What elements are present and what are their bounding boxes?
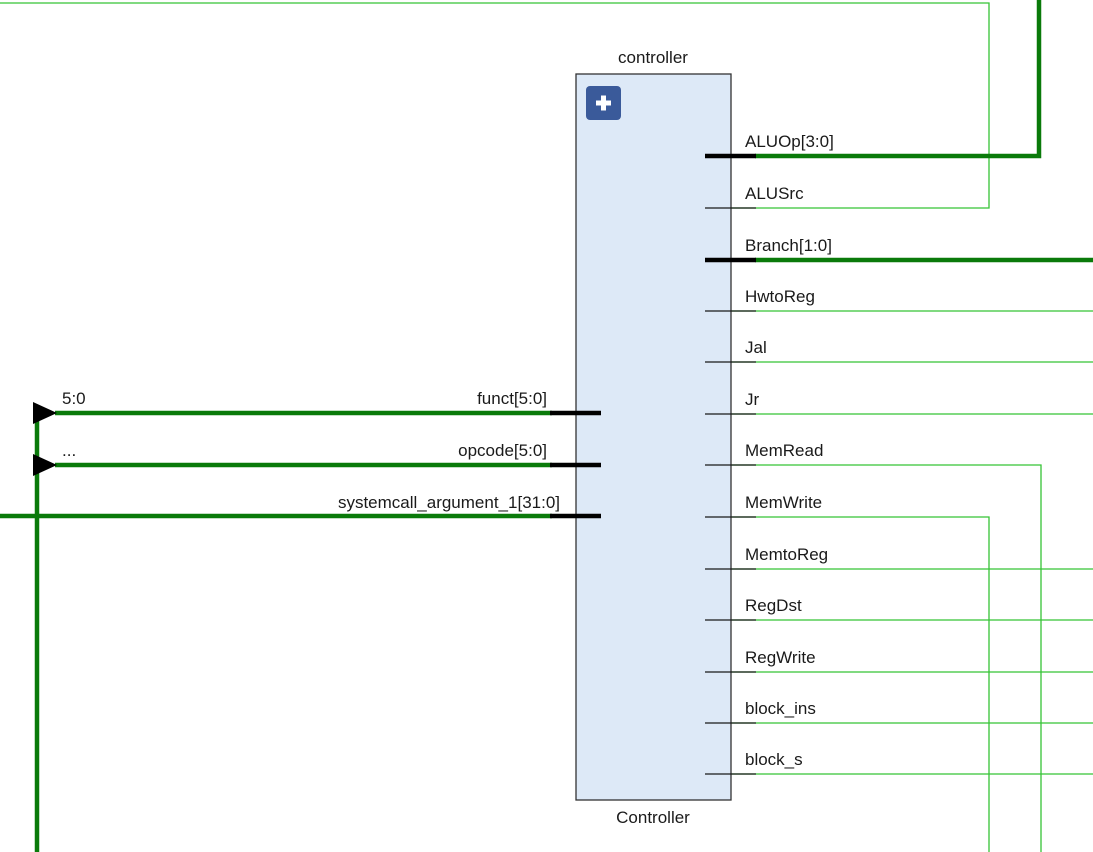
controller-block[interactable]: controller Controller (575, 48, 732, 827)
pin-label-regdst: RegDst (745, 596, 802, 615)
bus-ripper-arrow-funct[interactable] (33, 402, 57, 424)
cell-type-name: Controller (616, 808, 690, 827)
pin-label-memwrite: MemWrite (745, 493, 822, 512)
wire-alusrc-net[interactable] (0, 2, 990, 209)
output-pins: ALUOp[3:0] ALUSrc Branch[1:0] HwtoReg Ja… (705, 132, 834, 775)
bus-ripper-arrow-opcode[interactable] (33, 454, 57, 476)
pin-label-memtoreg: MemtoReg (745, 545, 828, 564)
pin-label-alusrc: ALUSrc (745, 184, 804, 203)
pin-label-regwrite: RegWrite (745, 648, 816, 667)
pin-label-block-s: block_s (745, 750, 803, 769)
pin-label-jr: Jr (745, 390, 760, 409)
bus-aluop-net[interactable] (755, 0, 1042, 159)
pin-label-block-ins: block_ins (745, 699, 816, 718)
pin-label-hwtoreg: HwtoReg (745, 287, 815, 306)
pin-label-aluop: ALUOp[3:0] (745, 132, 834, 151)
pin-label-opcode: opcode[5:0] (458, 441, 547, 460)
pin-label-systemcall-argument: systemcall_argument_1[31:0] (338, 493, 560, 512)
wire-memwrite-net[interactable] (705, 516, 990, 852)
pin-label-jal: Jal (745, 338, 767, 357)
pin-label-memread: MemRead (745, 441, 823, 460)
input-pins: funct[5:0] opcode[5:0] systemcall_argume… (338, 389, 601, 519)
expand-button[interactable] (586, 86, 621, 120)
pin-label-branch: Branch[1:0] (745, 236, 832, 255)
net-label-opcode: ... (62, 441, 76, 460)
pin-label-funct: funct[5:0] (477, 389, 547, 408)
net-label-funct: 5:0 (62, 389, 86, 408)
plus-icon (596, 95, 611, 111)
controller-block-body[interactable] (575, 73, 732, 801)
cell-instance-name: controller (618, 48, 688, 67)
